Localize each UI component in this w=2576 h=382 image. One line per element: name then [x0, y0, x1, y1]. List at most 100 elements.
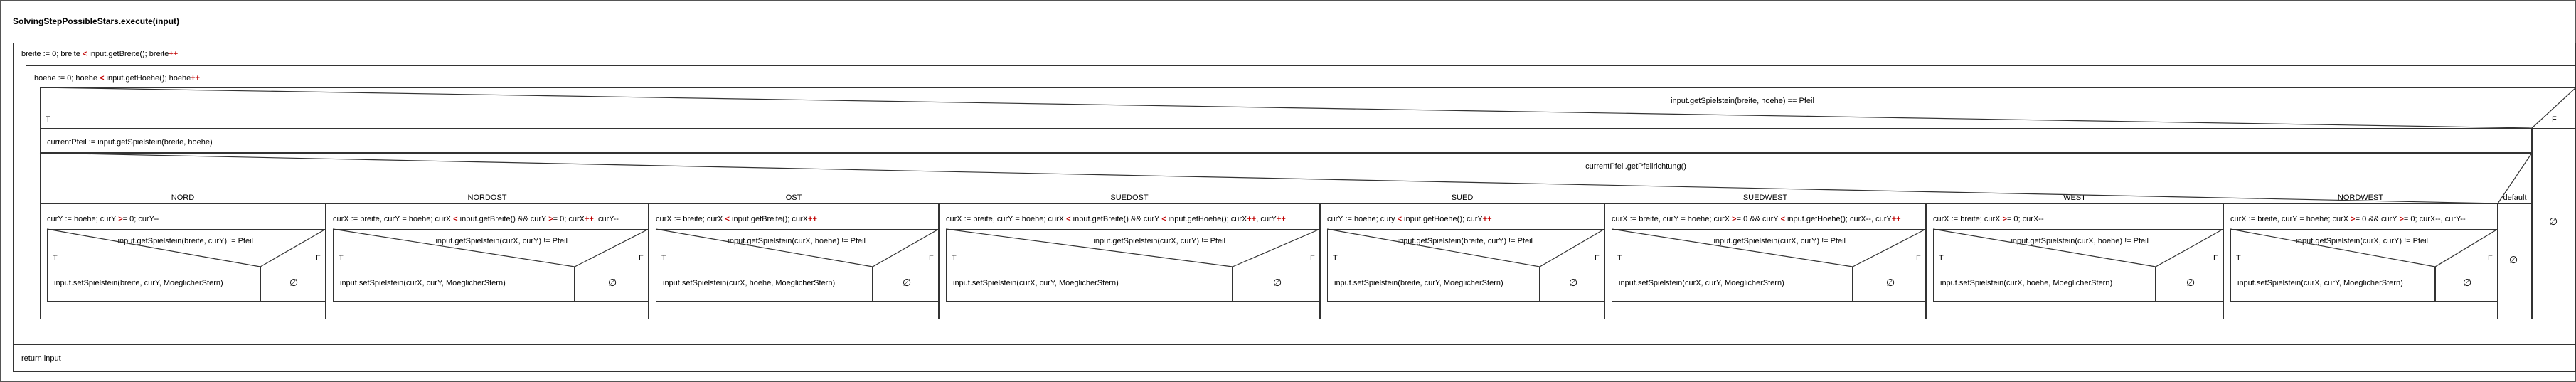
- case-empty-branch: ∅: [289, 277, 299, 289]
- return-statement: return input: [21, 354, 61, 363]
- case-loop-header: curX := breite, curY = hoehe; curX < inp…: [946, 215, 1286, 224]
- case-if-true-label: T: [661, 254, 666, 262]
- loop-header-part: input.getHoehe(); curX--, curY: [1784, 215, 1892, 223]
- case-if-false-branch: [260, 267, 326, 302]
- case-loop-header: curY := hoehe; curY >= 0; curY--: [47, 215, 159, 224]
- case-empty-branch: ∅: [608, 277, 617, 289]
- case-action: input.setSpielstein(curX, curY, Moeglich…: [953, 279, 1119, 287]
- case-if-true-label: T: [53, 254, 58, 262]
- loop-header-part: <: [1780, 215, 1785, 223]
- loop-header-part: ++: [1276, 215, 1286, 223]
- outer-if-false-label: F: [2552, 115, 2557, 124]
- loop-header-part: , curY--: [593, 215, 619, 223]
- case-if-false-label: F: [1310, 254, 1315, 262]
- switch-default-label: default: [2503, 193, 2527, 202]
- case-label: NORD: [171, 193, 195, 202]
- case-action: input.setSpielstein(curX, curY, Moeglich…: [1619, 279, 1784, 287]
- case-label: NORDWEST: [2337, 193, 2384, 202]
- case-if-false-label: F: [929, 254, 934, 262]
- loop-header-part: >: [548, 215, 553, 223]
- inner-loop-header: hoehe := 0; hoehe < input.getHoehe(); ho…: [34, 74, 201, 83]
- loop-header-part: curX := breite, curY = hoehe; curX: [1612, 215, 1733, 223]
- return-block: [13, 344, 2576, 372]
- case-if-condition: input.getSpielstein(curX, curY) != Pfeil: [1093, 237, 1225, 245]
- loop-header-part: ++: [808, 215, 817, 223]
- case-action: input.setSpielstein(breite, curY, Moegli…: [1334, 279, 1503, 287]
- loop-header-part: <: [1397, 215, 1402, 223]
- outer-if-condition: input.getSpielstein(breite, hoehe) == Pf…: [1671, 97, 1814, 105]
- diagram-title: SolvingStepPossibleStars.execute(input): [13, 16, 180, 26]
- case-if-true-label: T: [1939, 254, 1944, 262]
- case-loop-header: curX := breite, curY = hoehe; curX >= 0 …: [1612, 215, 1901, 224]
- switch-default-empty: ∅: [2509, 255, 2518, 266]
- case-action: input.setSpielstein(breite, curY, Moegli…: [54, 279, 223, 287]
- case-label: NORDOST: [467, 193, 507, 202]
- loop-header-part: input.getBreite() && curY: [1070, 215, 1162, 223]
- case-if-false-branch: [2435, 267, 2498, 302]
- loop-header-part: ++: [1482, 215, 1492, 223]
- loop-header-part: input.getHoehe(); curY: [1402, 215, 1483, 223]
- case-if-true-branch: [1612, 267, 1853, 302]
- assignment-statement: currentPfeil := input.getSpielstein(brei…: [47, 138, 213, 147]
- switch-default-branch: [2498, 203, 2532, 319]
- loop-header-part: input.getBreite() && curY: [457, 215, 549, 223]
- case-if-false-branch: [1853, 267, 1926, 302]
- case-if-false-label: F: [1595, 254, 1600, 262]
- loop-header-part: = 0 && curY: [2355, 215, 2400, 223]
- loop-header-part: = 0; curX--, curY--: [2403, 215, 2466, 223]
- case-if-condition: input.getSpielstein(curX, curY) != Pfeil: [1713, 237, 1846, 245]
- case-empty-branch: ∅: [903, 277, 912, 289]
- case-empty-branch: ∅: [2463, 277, 2472, 289]
- case-if-true-label: T: [952, 254, 957, 262]
- case-action: input.setSpielstein(curX, hoehe, Moeglic…: [663, 279, 836, 287]
- case-label: SUEDOST: [1110, 193, 1149, 202]
- case-if-false-branch: [873, 267, 939, 302]
- case-if-false-label: F: [316, 254, 321, 262]
- case-if-condition: input.getSpielstein(breite, curY) != Pfe…: [117, 237, 253, 245]
- loop-header-part: = 0; curX: [553, 215, 585, 223]
- case-if-condition: input.getSpielstein(curX, hoehe) != Pfei…: [2011, 237, 2149, 245]
- loop-header-part: <: [725, 215, 730, 223]
- case-if-true-branch: [47, 267, 260, 302]
- case-if-condition: input.getSpielstein(curX, curY) != Pfeil: [435, 237, 568, 245]
- case-if-true-label: T: [2236, 254, 2241, 262]
- case-empty-branch: ∅: [2186, 277, 2196, 289]
- outer-if-else-empty: ∅: [2549, 216, 2558, 228]
- loop-header-part: input.getHoehe(); curX: [1166, 215, 1247, 223]
- assignment-block: [40, 128, 2532, 153]
- case-action: input.setSpielstein(curX, hoehe, Moeglic…: [1940, 279, 2113, 287]
- loop-header-part: curX := breite, curY = hoehe; curX: [2230, 215, 2351, 223]
- case-if-true-label: T: [1617, 254, 1622, 262]
- case-if-false-label: F: [639, 254, 644, 262]
- loop-header-part: curY := hoehe; cury: [1327, 215, 1398, 223]
- loop-header-part: >: [1732, 215, 1737, 223]
- case-label: WEST: [2063, 193, 2086, 202]
- case-loop-header: curX := breite; curX >= 0; curX--: [1933, 215, 2044, 224]
- case-loop-header: curX := breite; curX < input.getBreite()…: [656, 215, 817, 224]
- loop-header-part: curX := breite; curX: [1933, 215, 2003, 223]
- loop-header-part: = 0 && curY: [1736, 215, 1781, 223]
- loop-header-part: <: [1161, 215, 1166, 223]
- loop-header-part: >: [2002, 215, 2007, 223]
- loop-header-part: = 0; curX--: [2006, 215, 2044, 223]
- loop-header-part: <: [453, 215, 458, 223]
- loop-header-part: = 0; curY--: [122, 215, 159, 223]
- outer-loop-header: breite := 0; breite < input.getBreite();…: [21, 50, 179, 58]
- loop-header-part: <: [1066, 215, 1071, 223]
- case-if-true-branch: [333, 267, 575, 302]
- loop-header-part: , curY: [1256, 215, 1277, 223]
- case-loop-header: curY := hoehe; cury < input.getHoehe(); …: [1327, 215, 1492, 224]
- case-if-condition: input.getSpielstein(curX, curY) != Pfeil: [2296, 237, 2428, 245]
- case-action: input.setSpielstein(curX, curY, Moeglich…: [340, 279, 506, 287]
- case-loop-header: curX := breite, curY = hoehe; curX >= 0 …: [2230, 215, 2466, 224]
- case-if-true-branch: [2230, 267, 2435, 302]
- outer-if-true-label: T: [46, 115, 50, 124]
- loop-header-part: >: [2351, 215, 2356, 223]
- case-if-true-label: T: [1333, 254, 1338, 262]
- case-label: SUED: [1451, 193, 1474, 202]
- outer-if-else-branch: [2532, 128, 2576, 319]
- loop-header-part: input.getBreite(); curX: [729, 215, 809, 223]
- loop-header-part: curX := breite, curY = hoehe; curX: [333, 215, 454, 223]
- case-if-false-label: F: [1916, 254, 1921, 262]
- case-if-true-branch: [656, 267, 873, 302]
